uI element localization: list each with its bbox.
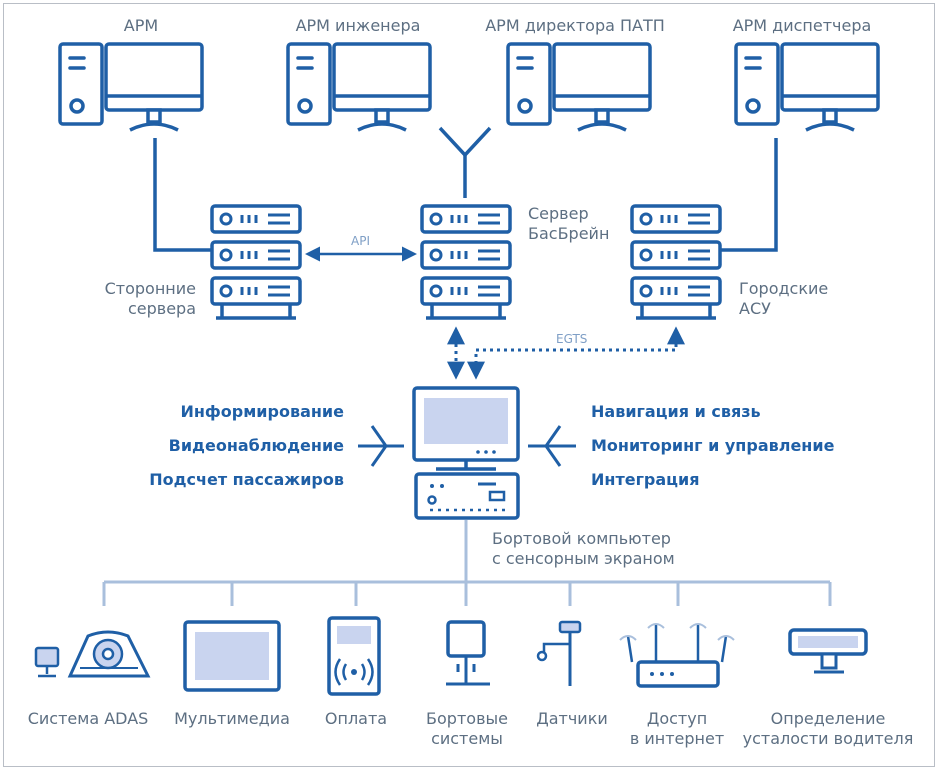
egts-label: EGTS xyxy=(556,332,588,346)
egts-connection xyxy=(447,326,685,380)
server-rack-main-icon xyxy=(422,206,510,318)
device-label-internet: Доступ в интернет xyxy=(629,709,725,748)
server-label-third-party: Сторонние сервера xyxy=(104,279,196,318)
onboard-computer-label: Бортовой компьютер с сенсорным экраном xyxy=(492,529,675,568)
multimedia-icon xyxy=(183,620,281,692)
workstation-icon-engineer xyxy=(286,42,432,132)
sensor-icon xyxy=(536,620,582,686)
adas-icon xyxy=(34,630,151,678)
server-label-main: Сервер БасБрейн xyxy=(528,204,610,243)
onboard-computer-icon xyxy=(412,386,520,520)
server-label-city: Городские АСУ xyxy=(739,279,829,318)
api-label: API xyxy=(351,234,370,248)
function-passenger-counting: Подсчет пассажиров xyxy=(149,470,344,489)
workstation-label-dispatcher: АРМ диспетчера xyxy=(732,16,872,35)
device-label-multimedia: Мультимедиа xyxy=(174,709,290,728)
server-rack-third-party-icon xyxy=(212,206,300,318)
function-integration: Интеграция xyxy=(591,470,700,489)
device-bus xyxy=(102,520,832,606)
workstation-icon-dispatcher xyxy=(734,42,880,132)
router-icon xyxy=(619,623,735,688)
diagram-frame xyxy=(3,3,935,767)
function-monitoring: Мониторинг и управление xyxy=(591,436,835,455)
function-navigation: Навигация и связь xyxy=(591,402,761,421)
functions-left-fork xyxy=(358,425,404,467)
device-label-fatigue: Определение усталости водителя xyxy=(742,709,914,748)
workstation-icon-director xyxy=(506,42,652,132)
server-rack-city-icon xyxy=(632,206,720,318)
workstation-label-arm: АРМ xyxy=(123,16,159,35)
functions-right-fork xyxy=(528,425,576,467)
device-label-sensors: Датчики xyxy=(536,709,608,728)
device-label-onboard-systems: Бортовые системы xyxy=(426,709,508,748)
workstation-label-engineer: АРМ инженера xyxy=(295,16,421,35)
payment-terminal-icon xyxy=(327,616,381,696)
onboard-systems-icon xyxy=(446,620,490,686)
function-informing: Информирование xyxy=(180,402,344,421)
workstation-links xyxy=(153,126,778,252)
workstation-label-director: АРМ директора ПАТП xyxy=(485,16,665,35)
function-video-surveillance: Видеонаблюдение xyxy=(168,436,344,455)
workstation-icon-arm xyxy=(58,42,204,132)
fatigue-camera-icon xyxy=(788,628,868,674)
device-label-adas: Система ADAS xyxy=(27,709,149,728)
device-label-payment: Оплата xyxy=(324,709,388,728)
